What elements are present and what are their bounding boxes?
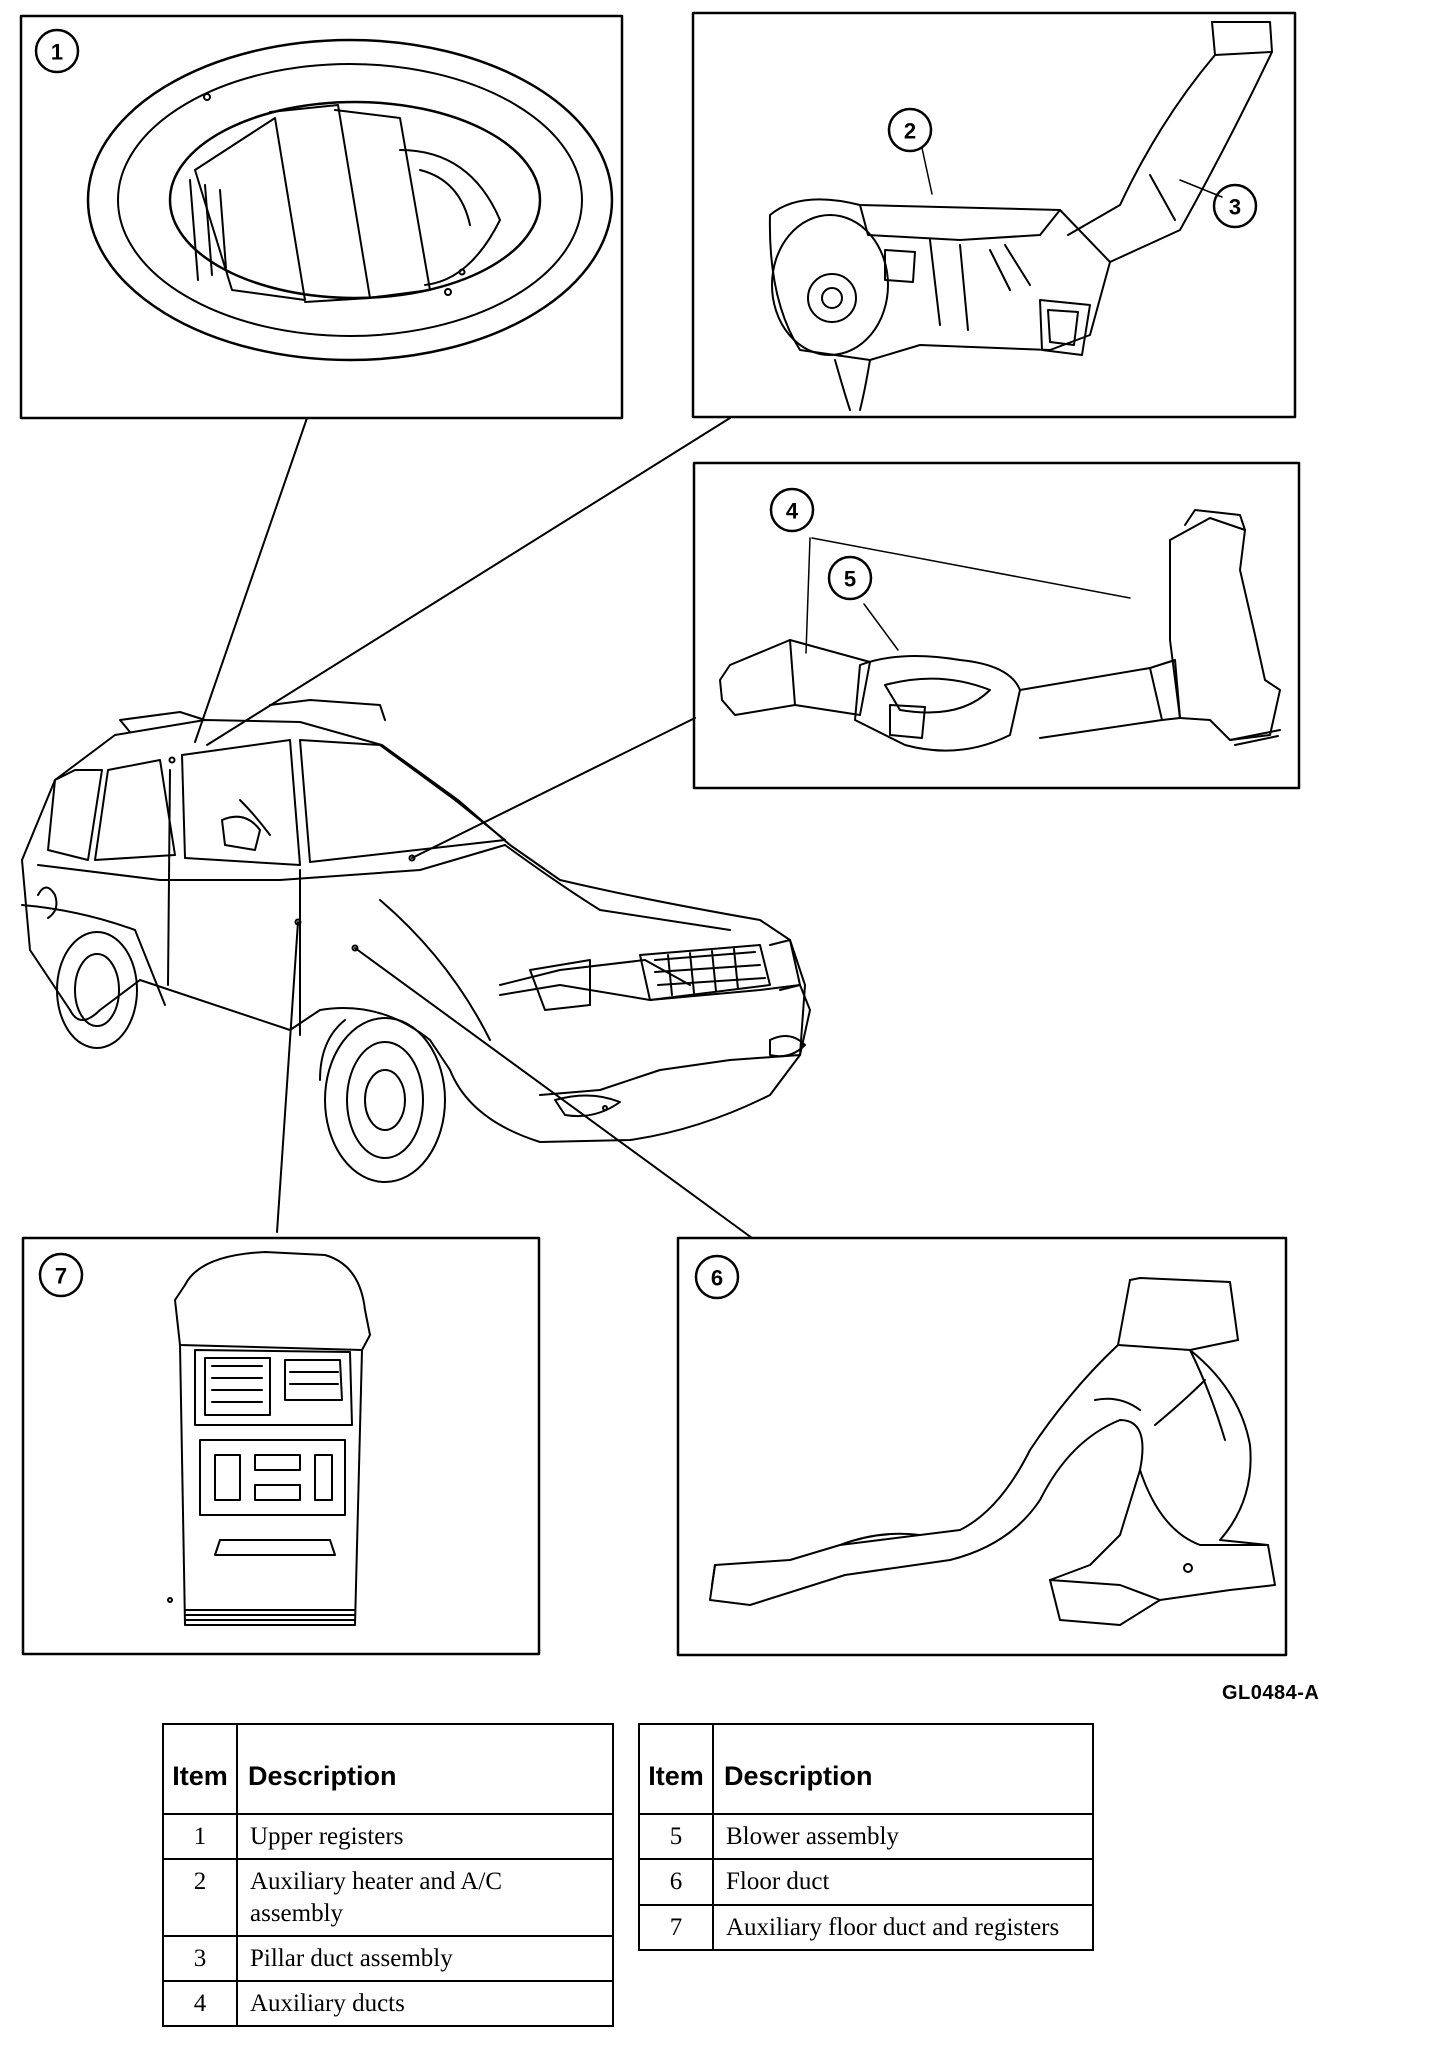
legend-item-description: Auxiliary floor duct and registers <box>712 1903 1094 1951</box>
callout-5: 5 <box>844 567 856 592</box>
legend-item-description: Blower assembly <box>712 1812 1094 1861</box>
callout-7: 7 <box>55 1264 67 1289</box>
table-row: 5 Blower assembly <box>638 1812 1094 1861</box>
panel-upper-registers <box>19 14 624 420</box>
legend-item-number: 6 <box>638 1858 714 1906</box>
table-row: 7 Auxiliary floor duct and registers <box>638 1903 1094 1951</box>
floor-duct-illustration <box>709 1277 1276 1626</box>
legend-item-number: 4 <box>162 1979 238 2028</box>
table-row: 4 Auxiliary ducts <box>162 1979 614 2028</box>
legend-header-item: Item <box>638 1723 714 1815</box>
table-row: 1 Upper registers <box>162 1812 614 1861</box>
figure-code: GL0484-A <box>1222 1682 1320 1704</box>
legend-item-description: Pillar duct assembly <box>236 1934 614 1983</box>
legend-header-description: Description <box>236 1723 614 1815</box>
callout-6: 6 <box>711 1266 723 1291</box>
panel-floor-duct <box>676 1236 1288 1657</box>
callout-circles <box>34 28 1258 1300</box>
panel-aux-ducts-and-blower <box>692 461 1301 790</box>
callout-3: 3 <box>1229 195 1241 220</box>
legend-header-item: Item <box>162 1723 238 1815</box>
legend-header-row: Item Description <box>162 1723 614 1815</box>
legend-item-number: 5 <box>638 1812 714 1861</box>
callout-labels: 1 2 3 4 5 6 7 <box>51 40 1241 1291</box>
legend-item-description: Floor duct <box>712 1858 1094 1906</box>
legend-item-number: 2 <box>162 1858 238 1937</box>
table-row: 6 Floor duct <box>638 1858 1094 1906</box>
panel-aux-floor-duct-registers <box>21 1236 541 1656</box>
legend-header-row: Item Description <box>638 1723 1094 1815</box>
table-row: 2 Auxiliary heater and A/C assembly <box>162 1858 614 1937</box>
legend-item-number: 7 <box>638 1903 714 1951</box>
legend-item-number: 3 <box>162 1934 238 1983</box>
legend-table-right: Item Description 5 Blower assembly 6 Flo… <box>638 1723 1094 1951</box>
legend-item-description: Upper registers <box>236 1812 614 1861</box>
legend-item-description: Auxiliary ducts <box>236 1979 614 2028</box>
diagram-canvas: 1 2 3 4 5 6 7 <box>19 11 1301 1657</box>
aux-floor-console-illustration <box>167 1251 371 1626</box>
callout-1: 1 <box>51 40 63 65</box>
upper-register-illustration <box>86 38 614 362</box>
panel-aux-heater-and-pillar-duct <box>691 11 1297 419</box>
table-row: 3 Pillar duct assembly <box>162 1934 614 1983</box>
legend-header-description: Description <box>712 1723 1094 1815</box>
aux-ducts-illustration <box>719 509 1281 752</box>
vehicle-illustration <box>21 699 811 1183</box>
legend-table-left: Item Description 1 Upper registers 2 Aux… <box>162 1723 614 2028</box>
aux-heater-illustration <box>768 21 1273 411</box>
callout-4: 4 <box>786 499 799 524</box>
legend-item-number: 1 <box>162 1812 238 1861</box>
callout-2: 2 <box>904 119 916 144</box>
leader-lines <box>194 417 753 1239</box>
legend-item-description: Auxiliary heater and A/C assembly <box>236 1858 614 1937</box>
